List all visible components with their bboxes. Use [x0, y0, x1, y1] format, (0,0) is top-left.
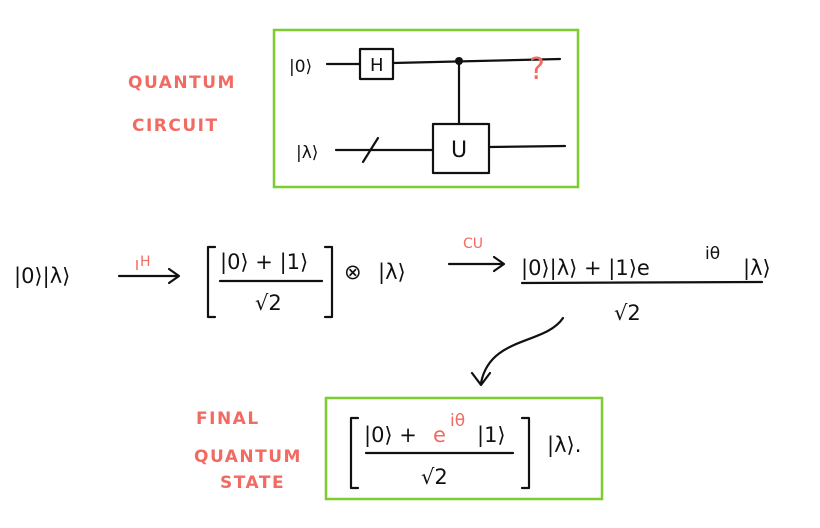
h-arrow-label: H	[140, 254, 151, 270]
tensor-product-symbol: ⊗	[344, 260, 362, 284]
h-arrow-head	[167, 267, 181, 285]
final-denominator: √2	[421, 465, 448, 489]
result-denominator: √2	[614, 301, 641, 325]
wire1-segment-b	[391, 57, 562, 65]
final-left-bracket	[349, 416, 360, 490]
final-state-label-line3: STATE	[220, 473, 285, 493]
final-numerator-left: |0⟩ +	[364, 423, 417, 448]
result-exponent: iθ	[705, 244, 720, 264]
right-square-bracket	[323, 245, 334, 319]
cu-arrow-head	[492, 255, 506, 273]
final-numerator-exponent: iθ	[450, 411, 465, 431]
final-state-label-line1: FINAL	[196, 409, 260, 429]
quantum-circuit-label-line1: QUANTUM	[128, 73, 236, 93]
hadamard-gate-label: H	[370, 55, 384, 76]
final-right-bracket	[520, 416, 531, 490]
result-fraction-bar	[520, 280, 764, 285]
result-numerator-left: |0⟩|λ⟩ + |1⟩e	[521, 256, 650, 281]
curved-down-arrow	[479, 316, 565, 385]
final-state-label: FINAL QUANTUM STATE	[194, 409, 302, 493]
lambda-ket: |λ⟩	[378, 260, 406, 285]
bracket-numerator: |0⟩ + |1⟩	[220, 250, 308, 275]
result-numerator-right: |λ⟩	[743, 256, 771, 281]
state-evolution-equation: |0⟩|λ⟩ H |0⟩ + |1⟩ √2 ⊗ |λ⟩ CU |0⟩|λ⟩ + …	[14, 236, 771, 325]
measurement-question-mark: ?	[529, 52, 545, 87]
left-square-bracket	[206, 245, 217, 319]
circuit-box	[272, 28, 580, 189]
final-lambda-ket: |λ⟩.	[547, 433, 581, 458]
wire2-segment-b	[487, 144, 567, 149]
final-numerator-right: |1⟩	[477, 423, 506, 448]
final-state-expression: |0⟩ + e iθ |1⟩ √2 |λ⟩.	[349, 411, 581, 490]
unitary-gate	[431, 122, 491, 175]
start-state: |0⟩|λ⟩	[14, 264, 70, 289]
final-numerator-e: e	[433, 423, 446, 447]
multi-qubit-slash	[361, 136, 380, 164]
cu-arrow-label: CU	[463, 236, 483, 252]
quantum-circuit-label: QUANTUM CIRCUIT	[128, 73, 236, 136]
wire2-input-ket: |λ⟩	[296, 143, 318, 163]
unitary-gate-label: U	[451, 138, 467, 163]
final-state-box	[324, 396, 604, 501]
final-state-label-line2: QUANTUM	[194, 447, 302, 467]
quantum-circuit-label-line2: CIRCUIT	[132, 116, 219, 136]
wire1-input-ket: |0⟩	[289, 57, 312, 77]
curved-down-arrow-head	[470, 371, 492, 387]
quantum-circuit: |0⟩ H ? |λ⟩ U	[289, 47, 567, 175]
bracket-denominator: √2	[255, 291, 282, 315]
